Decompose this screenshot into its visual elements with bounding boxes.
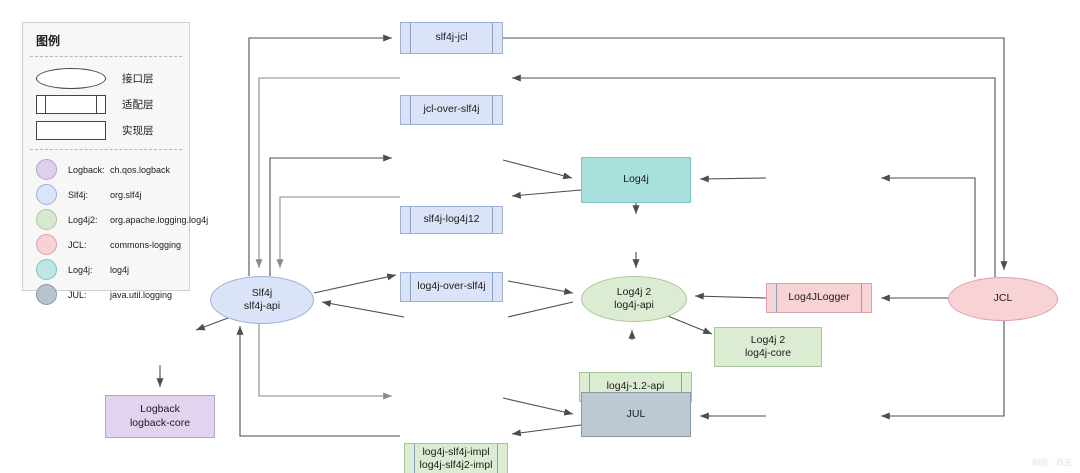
legend-shape-adapter-label: 适配层 [122, 98, 154, 111]
legend-color-logback-key: Logback: [68, 164, 105, 175]
legend-color-jcl: JCL: commons-logging [23, 232, 189, 257]
node-log4j2-core-label: Log4j 2 log4j-core [744, 333, 792, 359]
legend-divider-top [30, 56, 182, 57]
legend-title: 图例 [36, 34, 61, 48]
legend-color-logback: Logback: ch.qos.logback [23, 157, 189, 182]
node-slf4j[interactable]: Slf4j slf4j-api [210, 276, 314, 324]
node-logback-core[interactable]: Logback logback-core [105, 395, 215, 438]
node-log4jlogger[interactable]: Log4JLogger [766, 283, 872, 313]
node-log4jlogger-label: Log4JLogger [788, 291, 850, 304]
watermark: 制图：尚左 [1032, 458, 1072, 467]
implementation-shape-icon [36, 120, 106, 140]
legend-shape-adapter: 适配层 [23, 91, 189, 117]
legend-color-jcl-value: commons-logging [110, 239, 182, 250]
node-log4j-over-slf4j-label: log4j-over-slf4j [417, 280, 486, 293]
node-jul-label: JUL [626, 407, 646, 420]
node-jcl[interactable]: JCL [948, 277, 1058, 321]
node-jcl-over-slf4j[interactable]: jcl-over-slf4j [400, 95, 503, 125]
legend-color-jul-value: java.util.logging [110, 289, 173, 300]
node-log4j[interactable]: Log4j [581, 157, 691, 203]
legend-color-jcl-key: JCL: [68, 239, 87, 250]
legend-color-log4j-value: log4j [110, 264, 130, 275]
node-log4j-slf4j-impl-label: log4j-slf4j-impl log4j-slf4j2-impl [419, 445, 493, 471]
legend-color-log4j2-key: Log4j2: [68, 214, 98, 225]
node-jcl-over-slf4j-label: jcl-over-slf4j [423, 103, 480, 116]
logback-color-swatch-icon [36, 159, 57, 180]
legend-shape-interface-label: 接口层 [122, 72, 154, 85]
node-slf4j-jcl-label: slf4j-jcl [435, 31, 468, 44]
node-jul[interactable]: JUL [581, 392, 691, 437]
node-slf4j-label: Slf4j slf4j-api [243, 286, 281, 312]
node-logback-core-label: Logback logback-core [129, 403, 191, 429]
node-slf4j-log4j12[interactable]: slf4j-log4j12 [400, 206, 503, 234]
node-jcl-label: JCL [993, 292, 1013, 305]
legend-shape-implementation-label: 实现层 [122, 124, 154, 137]
node-log4j2-core[interactable]: Log4j 2 log4j-core [714, 327, 822, 367]
legend-color-slf4j: Slf4j: org.slf4j [23, 182, 189, 207]
node-log4j2[interactable]: Log4j 2 log4j-api [581, 276, 687, 322]
legend-shape-implementation: 实现层 [23, 117, 189, 143]
slf4j-color-swatch-icon [36, 184, 57, 205]
legend-color-log4j-key: Log4j: [68, 264, 93, 275]
legend-color-jul-key: JUL: [68, 289, 87, 300]
log4j-color-swatch-icon [36, 259, 57, 280]
legend-color-log4j: Log4j: log4j [23, 257, 189, 282]
legend-divider-bottom [30, 149, 182, 150]
interface-shape-icon [36, 67, 106, 89]
legend-color-log4j2: Log4j2: org.apache.logging.log4j [23, 207, 208, 232]
legend-color-logback-value: ch.qos.logback [110, 164, 171, 175]
node-log4j-label: Log4j [623, 173, 649, 186]
legend-color-slf4j-key: Slf4j: [68, 189, 89, 200]
log4j2-color-swatch-icon [36, 209, 57, 230]
jul-color-swatch-icon [36, 284, 57, 305]
legend-color-log4j2-value: org.apache.logging.log4j [110, 214, 209, 225]
node-slf4j-jcl[interactable]: slf4j-jcl [400, 22, 503, 54]
node-slf4j-log4j12-label: slf4j-log4j12 [423, 213, 480, 226]
legend-color-jul: JUL: java.util.logging [23, 282, 189, 307]
legend-shapes: 接口层 适配层 实现层 [23, 57, 189, 149]
legend-shape-interface: 接口层 [23, 65, 189, 91]
node-log4j2-label: Log4j 2 log4j-api [614, 285, 654, 311]
legend-colors: Logback: ch.qos.logback Slf4j: org.slf4j… [23, 150, 208, 311]
adapter-shape-icon [36, 94, 106, 114]
legend-panel: 图例 接口层 适配层 实现层 Logback: ch.qos.logback [22, 22, 208, 305]
jcl-color-swatch-icon [36, 234, 57, 255]
node-log4j-over-slf4j[interactable]: log4j-over-slf4j [400, 272, 503, 302]
legend-color-slf4j-value: org.slf4j [110, 189, 142, 200]
node-log4j-slf4j-impl[interactable]: log4j-slf4j-impl log4j-slf4j2-impl [404, 443, 508, 473]
